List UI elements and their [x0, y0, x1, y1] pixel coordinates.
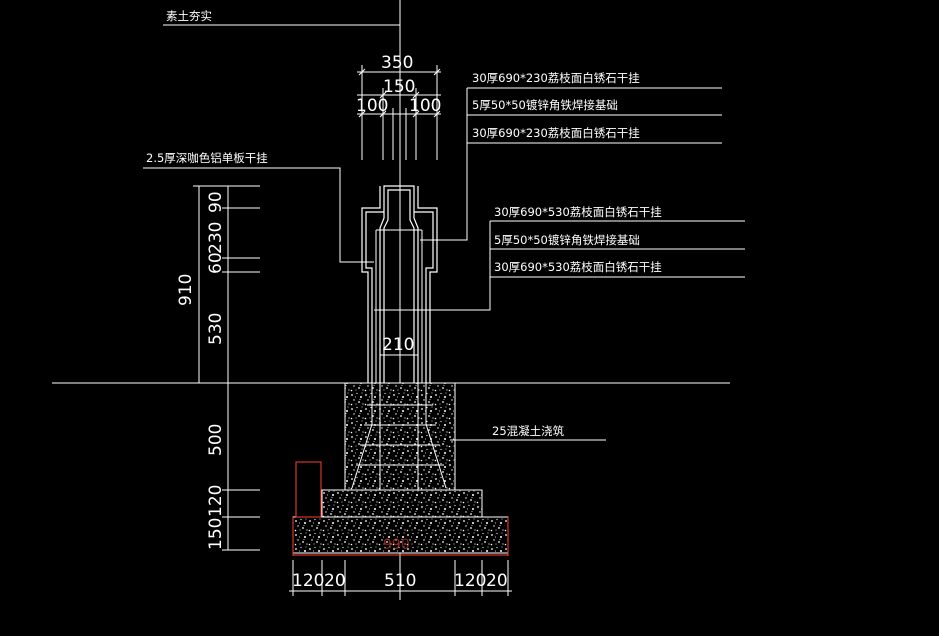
top-dimensions	[357, 65, 441, 160]
dim-top-left: 100	[356, 96, 388, 116]
dim-b-120b: 120	[454, 571, 486, 591]
leader-lines	[143, 87, 745, 441]
note-cap-stone-bottom: 30厚690*230荔枝面白锈石干挂	[472, 126, 640, 140]
note-cap-stone-top: 30厚690*230荔枝面白锈石干挂	[472, 71, 640, 85]
dim-b-120a: 120	[292, 571, 324, 591]
dim-h-90: 90	[206, 191, 226, 213]
height-dimensions	[193, 185, 260, 551]
note-body-stone-top: 30厚690*530荔枝面白锈石干挂	[494, 205, 662, 219]
dim-top-right: 100	[409, 96, 441, 116]
note-aluminum-panel: 2.5厚深咖色铝单板干挂	[146, 151, 268, 165]
note-body-stone-bottom: 30厚690*530荔枝面白锈石干挂	[494, 260, 662, 274]
dim-h-500: 500	[206, 424, 226, 456]
dim-h-230: 230	[206, 222, 226, 254]
dim-h-total: 910	[176, 274, 196, 306]
note-concrete: 25混凝土浇筑	[492, 424, 565, 438]
concrete-foundation	[292, 382, 509, 554]
dim-h-60: 60	[206, 252, 226, 274]
note-compacted-soil: 素土夯实	[166, 9, 212, 23]
bottom-dimensions	[289, 560, 512, 596]
dim-h-150: 150	[206, 518, 226, 550]
dim-h-530: 530	[206, 313, 226, 345]
dim-inner-width: 210	[382, 335, 414, 355]
dim-top-middle: 150	[383, 77, 415, 97]
dim-base-total: 990	[383, 537, 410, 553]
dim-b-20b: 20	[486, 571, 508, 591]
dim-h-120: 120	[206, 485, 226, 517]
compacted-soil-leader	[163, 0, 401, 48]
note-angle-steel-top: 5厚50*50镀锌角铁焊接基础	[472, 98, 618, 112]
dim-top-total: 350	[381, 53, 413, 73]
dim-b-510: 510	[384, 571, 416, 591]
note-angle-steel-body: 5厚50*50镀锌角铁焊接基础	[494, 233, 640, 247]
dim-b-20a: 20	[324, 571, 346, 591]
red-outline	[292, 461, 509, 556]
